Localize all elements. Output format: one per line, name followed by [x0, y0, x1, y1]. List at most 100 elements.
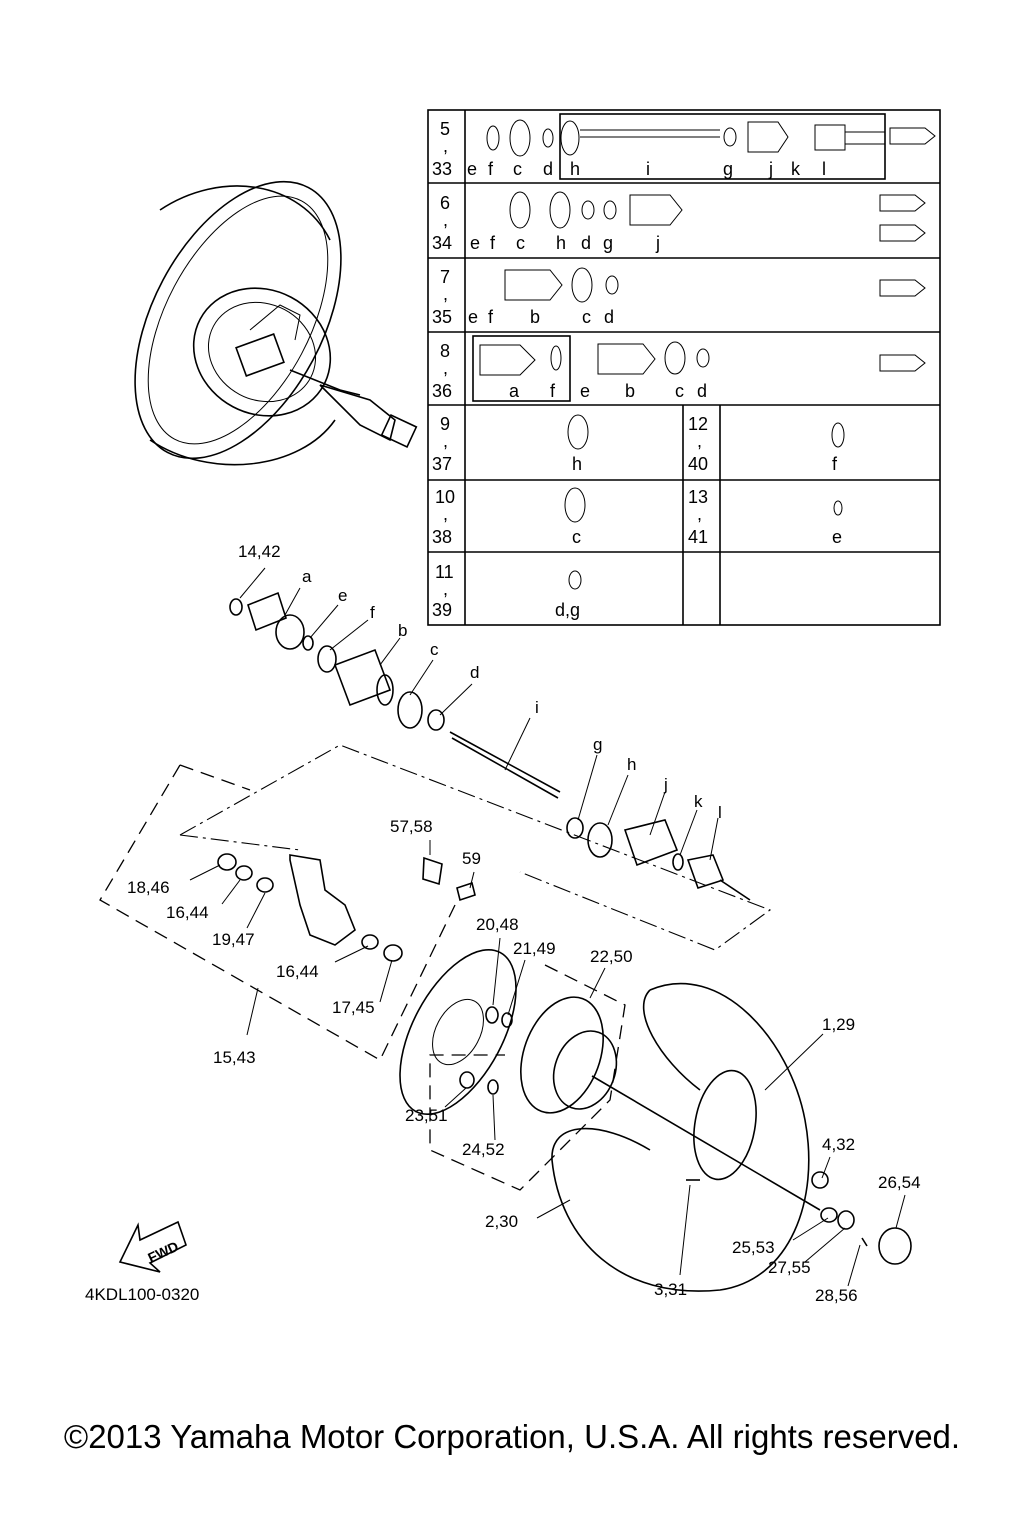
- row6-sep: ,: [443, 504, 448, 524]
- assembly-outlines: [99, 744, 772, 1191]
- row7-bot: 39: [432, 600, 452, 620]
- r2-letter: c: [516, 233, 525, 253]
- row7-top: 11: [435, 562, 454, 582]
- callout-label: 28,56: [815, 1286, 858, 1305]
- r6r-letter: e: [832, 527, 842, 547]
- r6-letter: c: [572, 527, 581, 547]
- callout-label: 14,42: [238, 542, 281, 561]
- r5-letter: h: [572, 454, 582, 474]
- copyright-notice: ©2013 Yamaha Motor Corporation, U.S.A. A…: [63, 1418, 961, 1455]
- r3-letter: f: [488, 307, 494, 327]
- row5r-bot: 40: [688, 454, 708, 474]
- callout-label: l: [718, 803, 722, 822]
- callout-label: 23,51: [405, 1106, 448, 1125]
- row4-sep: ,: [443, 358, 448, 378]
- r7-letter: d,g: [555, 600, 580, 620]
- row7-sep: ,: [443, 579, 448, 599]
- row5r-sep: ,: [697, 431, 702, 451]
- r4-letter: b: [625, 381, 635, 401]
- callout-label: b: [398, 621, 407, 640]
- callout-label: i: [535, 698, 539, 717]
- callout-label: 16,44: [166, 903, 209, 922]
- r4-letter: a: [509, 381, 520, 401]
- row1-top: 5: [440, 119, 450, 139]
- callout-label: 1,29: [822, 1015, 855, 1034]
- callout-label: 21,49: [513, 939, 556, 958]
- r2-letter: g: [603, 233, 613, 253]
- callout-label: a: [302, 567, 312, 586]
- r2-letter: j: [655, 233, 660, 253]
- r2-letter: d: [581, 233, 591, 253]
- row6-top: 10: [435, 487, 455, 507]
- r4-letter: f: [550, 381, 556, 401]
- callout-label: 4,32: [822, 1135, 855, 1154]
- callout-label: 26,54: [878, 1173, 921, 1192]
- row3-sep: ,: [443, 284, 448, 304]
- callout-label: e: [338, 586, 347, 605]
- r1-letter: k: [791, 159, 801, 179]
- r1-letter: g: [723, 159, 733, 179]
- diagram-code: 4KDL100-0320: [85, 1285, 199, 1304]
- r1-letter: j: [768, 159, 773, 179]
- callout-label: 18,46: [127, 878, 170, 897]
- callout-label: 57,58: [390, 817, 433, 836]
- parts-kit-table: 5 , 33 6 , 34 7 , 35 8 , 36 9 , 37 10 , …: [427, 109, 941, 626]
- row4-bot: 36: [432, 381, 452, 401]
- callout-label: k: [694, 792, 703, 811]
- driveshaft-exploded-parts: [217, 591, 912, 1292]
- r1-letter: i: [646, 159, 650, 179]
- callout-label: f: [370, 603, 375, 622]
- callout-label: 17,45: [332, 998, 375, 1017]
- forward-arrow-icon: FWD: [118, 1220, 187, 1273]
- row1-sep: ,: [443, 136, 448, 156]
- fwd-label: FWD: [145, 1238, 181, 1266]
- row5-bot: 37: [432, 454, 452, 474]
- row2-top: 6: [440, 193, 450, 213]
- callout-label: g: [593, 735, 602, 754]
- row1-bot: 33: [432, 159, 452, 179]
- row3-bot: 35: [432, 307, 452, 327]
- r2-letter: h: [556, 233, 566, 253]
- row6r-top: 13: [688, 487, 708, 507]
- row4-top: 8: [440, 341, 450, 361]
- callout-label: 59: [462, 849, 481, 868]
- r1-letter: c: [513, 159, 522, 179]
- row2-sep: ,: [443, 210, 448, 230]
- wheel-assembly-illustration: [134, 180, 418, 466]
- callout-label: 16,44: [276, 962, 319, 981]
- callout-label: h: [627, 755, 636, 774]
- r3-letter: d: [604, 307, 614, 327]
- row5-sep: ,: [443, 431, 448, 451]
- callout-label: 22,50: [590, 947, 633, 966]
- callout-label: 20,48: [476, 915, 519, 934]
- r3-letter: b: [530, 307, 540, 327]
- callout-label: d: [470, 663, 479, 682]
- r5r-letter: f: [832, 454, 838, 474]
- callout-label: 3,31: [654, 1280, 687, 1299]
- callout-label: 2,30: [485, 1212, 518, 1231]
- r1-letter: d: [543, 159, 553, 179]
- row6r-sep: ,: [697, 504, 702, 524]
- callout-label: 25,53: [732, 1238, 775, 1257]
- leader-lines: [189, 567, 906, 1287]
- r1-letter: h: [570, 159, 580, 179]
- r3-letter: e: [468, 307, 478, 327]
- row3-top: 7: [440, 267, 450, 287]
- r4-letter: c: [675, 381, 684, 401]
- r1-letter: l: [822, 159, 826, 179]
- callout-label: c: [430, 640, 439, 659]
- callout-labels: 14,42 a e f b c d i g h j k l 57,58 59 1…: [85, 542, 921, 1305]
- r2-letter: e: [470, 233, 480, 253]
- r1-letter: f: [488, 159, 494, 179]
- r2-letter: f: [490, 233, 496, 253]
- callout-label: 15,43: [213, 1048, 256, 1067]
- callout-label: j: [663, 775, 668, 794]
- row6r-bot: 41: [688, 527, 708, 547]
- r4-letter: e: [580, 381, 590, 401]
- row5r-top: 12: [688, 414, 708, 434]
- row5-top: 9: [440, 414, 450, 434]
- callout-label: 19,47: [212, 930, 255, 949]
- callout-label: 27,55: [768, 1258, 811, 1277]
- r4-letter: d: [697, 381, 707, 401]
